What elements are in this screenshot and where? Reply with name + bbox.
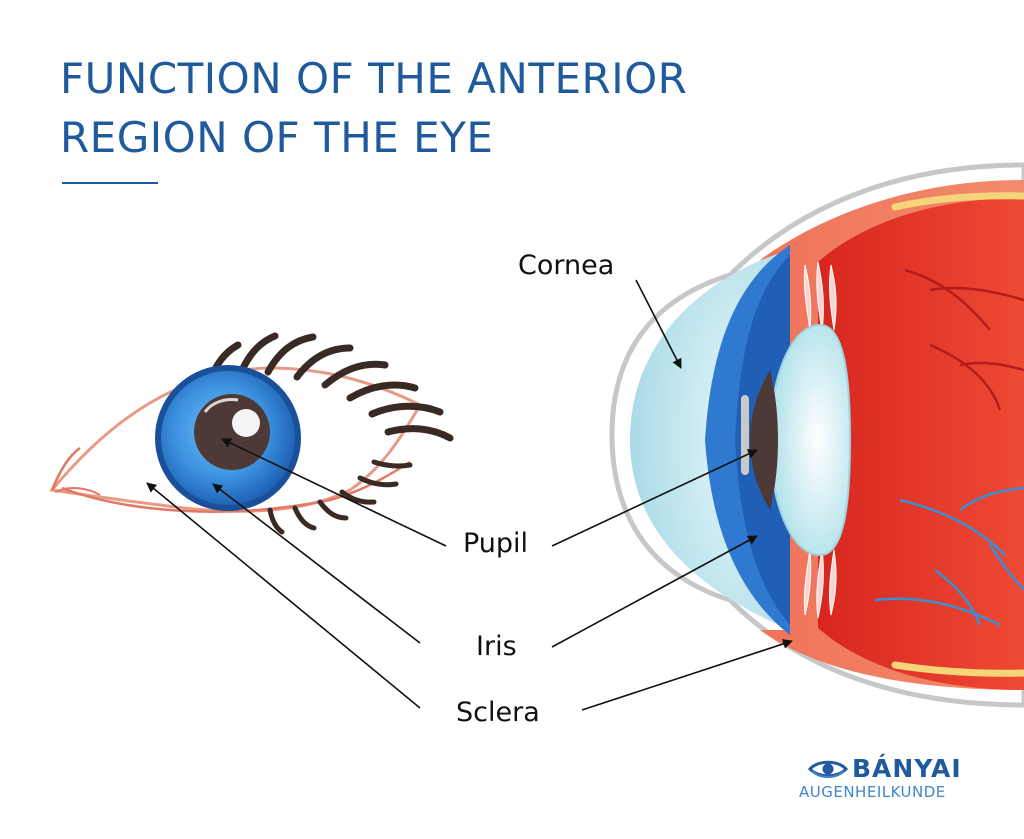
sclera-leader-line-cross: [582, 641, 792, 710]
pupil-leader-line-cross: [552, 450, 757, 546]
pupil-leader-line-front: [222, 439, 446, 546]
logo-name: BÁNYAI: [852, 754, 962, 783]
iris-leader-line-cross: [552, 536, 757, 647]
logo-subtitle: AUGENHEILKUNDE: [799, 783, 946, 801]
cornea-leader-line: [636, 280, 681, 368]
label-sclera: Sclera: [456, 699, 540, 726]
brand-logo: BÁNYAI AUGENHEILKUNDE: [808, 752, 968, 812]
label-iris: Iris: [476, 633, 517, 660]
label-cornea: Cornea: [518, 252, 614, 279]
sclera-leader-line-front: [147, 483, 420, 708]
eye-icon: [808, 758, 848, 780]
label-pupil: Pupil: [463, 530, 528, 557]
